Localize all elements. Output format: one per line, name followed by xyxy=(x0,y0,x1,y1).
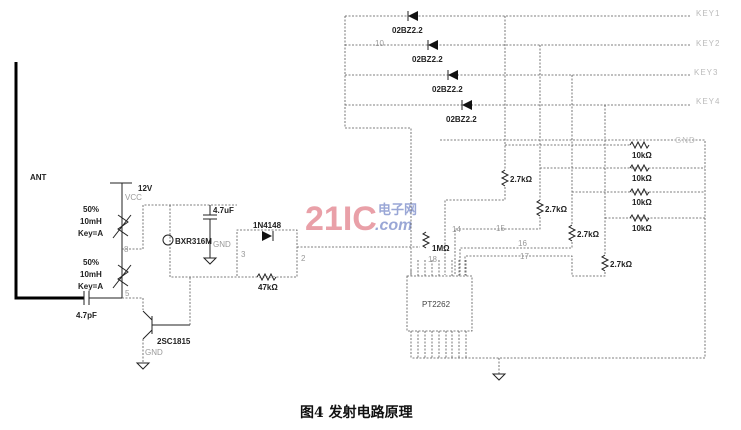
watermark-cn: 电子网 xyxy=(378,202,417,217)
diode-1n4148 xyxy=(262,231,274,241)
pullup-resistors xyxy=(629,140,650,223)
key3-label: KEY3 xyxy=(694,68,718,77)
antenna-wire xyxy=(14,62,84,300)
crystal-label: BXR316M xyxy=(175,237,212,246)
divider-3-label: 2.7kΩ xyxy=(577,230,600,239)
pullup-1-label: 10kΩ xyxy=(632,151,652,160)
inductor-1-key: Key=A xyxy=(78,229,103,238)
node-17: 17 xyxy=(520,252,529,261)
gnd-label-transistor: GND xyxy=(145,348,163,357)
crystal-icon xyxy=(162,234,174,246)
zener-1-label: 02BZ2.2 xyxy=(392,26,423,35)
ground-icon-ic xyxy=(491,373,507,381)
inductor-2-percent: 50% xyxy=(83,258,99,267)
key1-label: KEY1 xyxy=(696,9,720,18)
inductor-1 xyxy=(112,214,132,239)
vcc-label: VCC xyxy=(125,193,142,202)
zener-4-label: 02BZ2.2 xyxy=(446,115,477,124)
watermark-dom: .com xyxy=(375,217,412,234)
zener-2-label: 02BZ2.2 xyxy=(412,55,443,64)
watermark-main: 21IC xyxy=(305,200,377,238)
pt2262-label: PT2262 xyxy=(422,300,451,309)
divider-2-label: 2.7kΩ xyxy=(545,205,568,214)
inductor-2 xyxy=(112,264,132,289)
node-10: 10 xyxy=(375,39,384,48)
resistor-47k xyxy=(256,272,277,282)
node-16: 16 xyxy=(518,239,527,248)
capacitor-antenna xyxy=(83,291,122,305)
watermark-logo: 21IC 电子网 .com xyxy=(305,200,417,238)
node-2: 2 xyxy=(301,254,306,263)
key2-label: KEY2 xyxy=(696,39,720,48)
transistor-2sc1815 xyxy=(142,310,190,340)
gnd-label-osc: GND xyxy=(213,240,231,249)
resistor-47k-label: 47kΩ xyxy=(258,283,278,292)
node-8: 8 xyxy=(124,245,129,254)
pullup-4-label: 10kΩ xyxy=(632,224,652,233)
resistor-1m-label: 1MΩ xyxy=(432,244,450,253)
gnd-rail-label: GND xyxy=(675,136,696,145)
node-14: 14 xyxy=(452,225,461,234)
antenna-label: ANT xyxy=(30,173,47,182)
pullup-3-label: 10kΩ xyxy=(632,198,652,207)
transistor-label: 2SC1815 xyxy=(157,337,191,346)
inductor-1-value: 10mH xyxy=(80,217,102,226)
inductor-1-percent: 50% xyxy=(83,205,99,214)
node-15: 15 xyxy=(496,224,505,233)
divider-4-label: 2.7kΩ xyxy=(610,260,633,269)
node-5: 5 xyxy=(125,289,130,298)
supply-voltage: 12V xyxy=(138,184,153,193)
pullup-2-label: 10kΩ xyxy=(632,174,652,183)
capacitor-osc-label: 4.7uF xyxy=(213,206,234,215)
inductor-2-key: Key=A xyxy=(78,282,103,291)
capacitor-osc xyxy=(202,205,218,265)
figure-caption: 图4 发射电路原理 xyxy=(300,404,413,421)
divider-resistors xyxy=(500,169,610,272)
zener-3-label: 02BZ2.2 xyxy=(432,85,463,94)
zener-diodes xyxy=(407,11,472,110)
pt2262-chip xyxy=(406,275,473,332)
key4-label: KEY4 xyxy=(696,97,720,106)
resistor-1m xyxy=(421,231,431,249)
inductor-2-value: 10mH xyxy=(80,270,102,279)
divider-1-label: 2.7kΩ xyxy=(510,175,533,184)
diode-label: 1N4148 xyxy=(253,221,282,230)
ground-icon xyxy=(135,362,151,370)
node-3: 3 xyxy=(241,250,246,259)
capacitor-antenna-label: 4.7pF xyxy=(76,311,97,320)
node-18: 18 xyxy=(428,255,437,264)
